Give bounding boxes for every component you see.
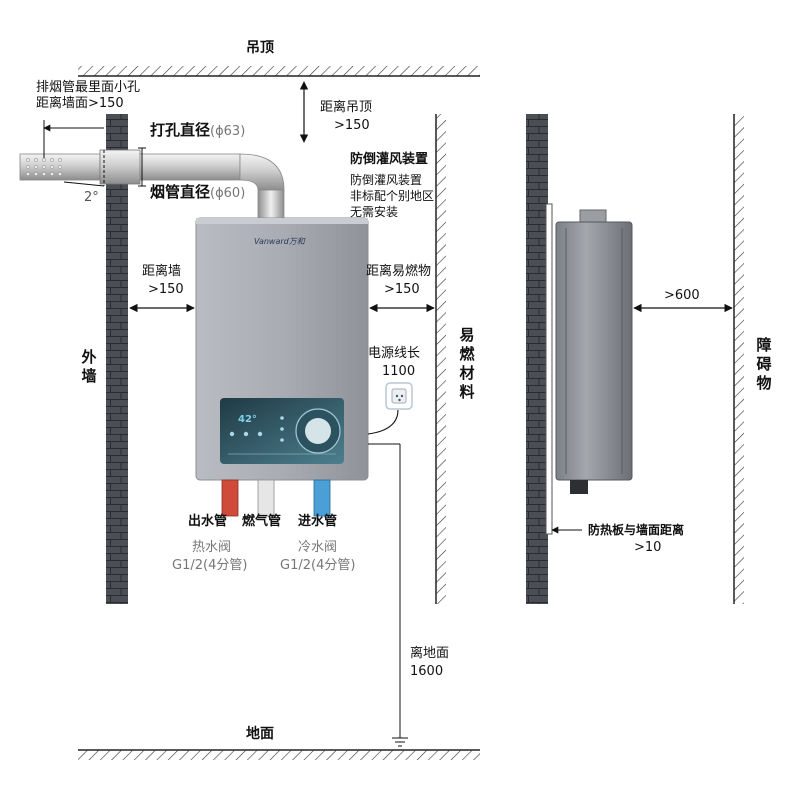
floor	[78, 749, 480, 760]
inlet-pipe-spec: G1/2(4分管)	[280, 558, 356, 573]
brand-logo: Vanward万和	[254, 237, 305, 246]
heat-shield	[545, 203, 553, 535]
obstacle-wall	[733, 114, 744, 604]
ceiling-clearance-line1: 距离吊顶	[320, 100, 373, 115]
drill-diameter: 打孔直径(ϕ63)	[150, 121, 246, 139]
anti-backdraft-line3: 无需安装	[350, 205, 399, 219]
power-cord	[367, 409, 399, 435]
obstacle-label: 障碍物	[756, 336, 772, 392]
floor-clearance-line2: 1600	[410, 664, 444, 679]
anti-backdraft-line1: 防倒灌风装置	[350, 173, 423, 187]
pipe-connectors	[221, 479, 331, 517]
power-outlet-icon	[385, 382, 413, 410]
flammable-clearance-line2: >150	[384, 282, 420, 297]
outlet-pipe-valve: 热水阀	[192, 540, 232, 555]
water-heater-side-view	[545, 203, 633, 535]
heat-shield-line2: >10	[634, 540, 662, 555]
flue-diameter: 烟管直径(ϕ60)	[150, 183, 246, 201]
water-heater	[195, 217, 369, 481]
anti-backdraft-title: 防倒灌风装置	[350, 152, 429, 167]
tilt-angle-label: 2°	[84, 190, 99, 205]
flue-hole-note-line1: 排烟管最里面小孔	[36, 80, 141, 95]
inlet-pipe-title: 进水管	[298, 514, 338, 529]
heat-shield-line1: 防热板与墙面距离	[588, 523, 685, 537]
flue-hole-note-line2: 距离墙面>150	[36, 96, 124, 111]
wall-clearance-line2: >150	[148, 282, 184, 297]
front-clearance-label: >600	[664, 288, 700, 303]
floor-clearance-line	[368, 443, 408, 747]
temperature-display: 42°	[238, 414, 257, 425]
ceiling-label: 吊顶	[246, 40, 274, 56]
ceiling-clearance-line2: >150	[334, 118, 370, 133]
cold-water-pipe	[313, 479, 331, 517]
flue-pipe	[19, 149, 285, 221]
outlet-pipe-spec: G1/2(4分管)	[172, 558, 248, 573]
outlet-pipe-title: 出水管	[188, 514, 228, 529]
power-cord-line1: 电源线长	[368, 346, 421, 361]
anti-backdraft-line2: 非标配个别地区	[350, 189, 435, 203]
flammable-clearance-line1: 距离易燃物	[366, 264, 432, 279]
side-view-wall	[526, 114, 548, 604]
gas-pipe	[257, 479, 275, 517]
floor-clearance-line1: 离地面	[410, 646, 450, 661]
inlet-pipe-valve: 冷水阀	[298, 540, 338, 555]
flammable-wall	[435, 114, 446, 604]
wall-clearance-line1: 距离墙	[142, 264, 182, 279]
power-cord-line2: 1100	[382, 364, 416, 379]
hot-water-pipe	[221, 479, 239, 517]
floor-label: 地面	[246, 726, 274, 742]
outer-wall	[106, 114, 128, 604]
ceiling	[78, 66, 480, 77]
gas-pipe-title: 燃气管	[242, 514, 282, 529]
outer-wall-label: 外墙	[81, 348, 97, 385]
flammable-label: 易燃材料	[459, 326, 475, 401]
flue-dimension-lines	[43, 120, 146, 187]
